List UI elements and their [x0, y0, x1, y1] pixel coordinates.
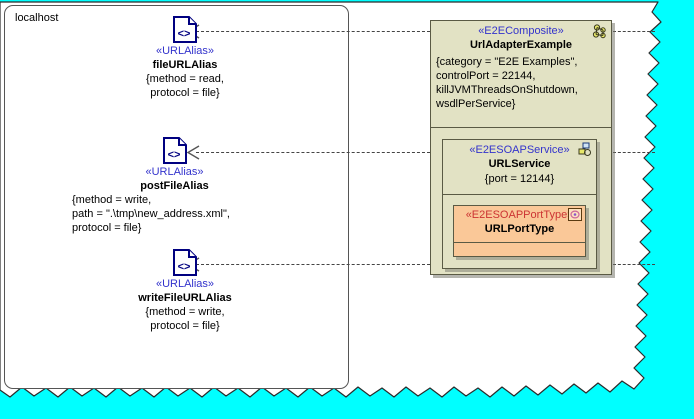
dependency-postFileAlias-line[interactable] [196, 152, 430, 153]
dependency-writeFileURLAlias-line[interactable] [196, 264, 430, 265]
alias-properties: {method = read, protocol = file} [95, 72, 275, 100]
svg-text:<>: <> [178, 261, 191, 273]
porttype-stereotype: «E2ESOAPPortType» [465, 209, 574, 221]
soap-service-icon [578, 142, 591, 156]
composite-stereotype: «E2EComposite» [478, 25, 564, 37]
alias-property-line: path = ".\tmp\new_address.xml", [72, 208, 230, 220]
url-alias-document-icon: <> [173, 249, 197, 276]
alias-property-line: {method = write, [72, 194, 152, 206]
alias-stereotype: «URLAlias» [155, 45, 215, 57]
dependency-fileURLAlias-line[interactable] [196, 31, 430, 32]
composite-property-line: {category = "E2E Examples", [436, 56, 578, 68]
composite-UrlAdapterExample[interactable]: «E2EComposite» UrlAdapterExample {catego… [430, 20, 612, 275]
svg-text:<>: <> [167, 149, 180, 161]
alias-stereotype: «URLAlias» [145, 166, 204, 178]
composite-header: «E2EComposite» UrlAdapterExample {catego… [431, 21, 611, 128]
svg-text:<>: <> [178, 28, 191, 40]
dependency-right-stub-bottom[interactable] [613, 264, 655, 265]
url-alias-document-icon: <> [173, 16, 197, 43]
localhost-label: localhost [15, 12, 59, 24]
alias-name: fileURLAlias [152, 59, 218, 71]
localhost-node[interactable]: localhost [4, 5, 349, 389]
service-URLService[interactable]: «E2ESOAPService» URLService {port = 1214… [442, 139, 597, 269]
alias-stereotype: «URLAlias» [155, 278, 215, 290]
service-properties: {port = 12144} [484, 173, 555, 185]
alias-property-line: {method = write, [145, 306, 225, 318]
service-stereotype: «E2ESOAPService» [469, 144, 570, 156]
alias-property-line: {method = read, [146, 73, 224, 85]
alias-properties: {method = write, path = ".\tmp\new_addre… [72, 193, 277, 235]
alias-property-line: protocol = file} [72, 222, 142, 234]
dependency-right-stub-top[interactable] [613, 31, 655, 32]
composite-gear-icon [592, 24, 606, 39]
soap-porttype-icon [568, 208, 582, 221]
service-header: «E2ESOAPService» URLService {port = 1214… [443, 140, 596, 195]
composite-property-line: controlPort = 22144, [436, 70, 536, 82]
alias-property-line: protocol = file} [150, 320, 220, 332]
dependency-right-stub-middle[interactable] [613, 152, 655, 153]
porttype-name: URLPortType [484, 223, 555, 235]
composite-name: UrlAdapterExample [469, 39, 573, 51]
alias-writeFileURLAlias[interactable]: <> «URLAlias» writeFileURLAlias {method … [85, 249, 285, 333]
composite-property-line: wsdlPerService} [436, 98, 516, 110]
alias-name: writeFileURLAlias [138, 292, 232, 304]
alias-postFileAlias[interactable]: <> «URLAlias» postFileAlias {method = wr… [72, 137, 277, 235]
url-alias-document-icon: <> [162, 137, 187, 164]
porttype-header: «E2ESOAPPortType» URLPortType [454, 206, 585, 243]
alias-property-line: protocol = file} [150, 87, 220, 99]
dependency-postFileAlias-arrowhead [186, 145, 200, 160]
porttype-URLPortType[interactable]: «E2ESOAPPortType» URLPortType [453, 205, 586, 257]
composite-property-line: killJVMThreadsOnShutdown, [436, 84, 578, 96]
composite-properties: {category = "E2E Examples", controlPort … [431, 53, 611, 111]
alias-properties: {method = write, protocol = file} [85, 305, 285, 333]
alias-fileURLAlias[interactable]: <> «URLAlias» fileURLAlias {method = rea… [95, 16, 275, 100]
alias-name: postFileAlias [140, 180, 209, 192]
service-name: URLService [488, 158, 551, 170]
